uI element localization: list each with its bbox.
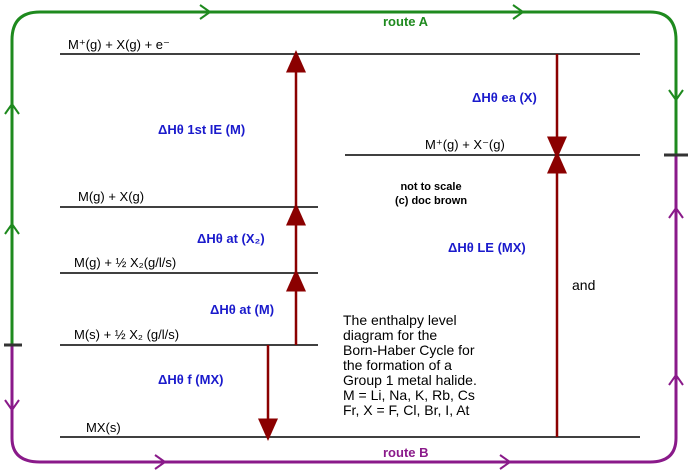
enthalpy-ea-label: ΔHθ ea (X) xyxy=(472,90,537,105)
description-line: diagram for the xyxy=(343,327,438,343)
enthalpy-ie-label: ΔHθ 1st IE (M) xyxy=(158,122,246,137)
level-ions-label: M⁺(g) + X⁻(g) xyxy=(425,137,505,152)
scale-note-line1: not to scale xyxy=(400,181,462,193)
level-solid-metal-label: M(s) + ½ X₂ (g/l/s) xyxy=(74,327,180,342)
scale-note: not to scale (c) doc brown xyxy=(372,180,490,208)
enthalpy-at-m-label: ΔHθ at (M) xyxy=(210,302,275,317)
route-b-path xyxy=(10,155,678,464)
route-a-chevrons xyxy=(4,4,684,235)
route-b-label: route B xyxy=(383,445,429,460)
route-a-path xyxy=(10,10,678,345)
enthalpy-f-label: ΔHθ f (MX) xyxy=(158,372,224,387)
description-line: Fr, X = F, Cl, Br, I, At xyxy=(343,402,470,418)
description-line: Group 1 metal halide. xyxy=(343,372,477,388)
level-lines xyxy=(60,53,640,438)
description-line: The enthalpy level xyxy=(343,312,457,328)
description-text: The enthalpy level diagram for the Born-… xyxy=(343,313,477,418)
description-line: the formation of a xyxy=(343,357,452,373)
description-line: M = Li, Na, K, Rb, Cs xyxy=(343,387,475,403)
route-a-label: route A xyxy=(383,14,429,29)
level-salt-label: MX(s) xyxy=(86,420,121,435)
route-b-chevrons xyxy=(4,206,684,470)
enthalpy-le-label: ΔHθ LE (MX) xyxy=(448,240,526,255)
level-gas-metal-label: M(g) + ½ X₂(g/l/s) xyxy=(74,255,177,270)
enthalpy-arrows xyxy=(258,50,567,441)
level-atoms-label: M(g) + X(g) xyxy=(78,189,145,204)
and-label: and xyxy=(572,277,596,293)
description-line: Born-Haber Cycle for xyxy=(343,342,475,358)
enthalpy-at-x-label: ΔHθ at (X₂) xyxy=(197,231,265,246)
scale-note-line2: (c) doc brown xyxy=(394,195,468,207)
level-top-label: M⁺(g) + X(g) + e⁻ xyxy=(68,37,170,52)
